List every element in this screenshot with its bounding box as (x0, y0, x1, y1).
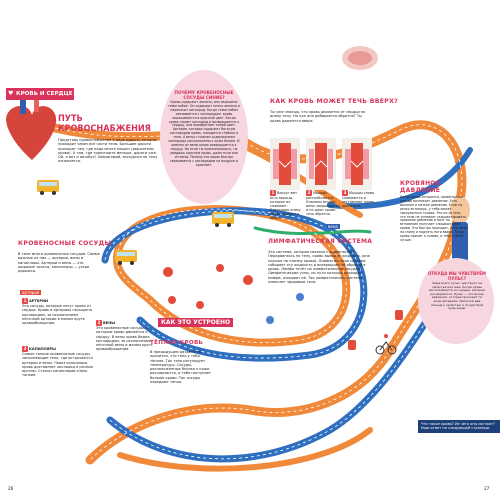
page-number-left: 26 (8, 486, 14, 491)
step-text: Вокруг вен есть мышцы, которые их сжимаю… (270, 191, 301, 220)
road-lymph (253, 226, 372, 235)
why-blue-heading: ПОЧЕМУ КРОВЕНОСНЫЕ СОСУДЫ СИНИЕ? (174, 90, 234, 100)
label-vein: вена (326, 224, 340, 229)
vein-tile-1 (270, 138, 300, 190)
item-title: АРТЕРИИ (29, 299, 48, 303)
head-illustration (342, 46, 378, 70)
heart-illustration (6, 98, 57, 160)
item-title: КАПИЛЛЯРЫ (29, 347, 56, 351)
step-number: 2 (306, 190, 312, 196)
pressure-heading: КРОВЯНОЕ ДАВЛЕНИЕ (400, 180, 441, 194)
step-number: 3 (342, 190, 348, 196)
item-title: ВЕНЫ (103, 321, 115, 325)
vessels-heading: КРОВЕНОСНЫЕ СОСУДЫ (18, 240, 112, 247)
person-illustration (450, 196, 470, 262)
why-blue-panel (160, 70, 248, 204)
cyclist-icon (375, 334, 397, 355)
lymph-heading: ЛИМФАТИЧЕСКАЯ СИСТЕМА (268, 238, 373, 245)
road-main-loop (50, 120, 467, 465)
label-artery: артерия (20, 290, 42, 295)
bus-icon-3 (212, 212, 234, 227)
pulse-panel (418, 258, 494, 344)
flow-up-heading: КАК КРОВЬ МОЖЕТ ТЕЧЬ ВВЕРХ? (270, 98, 399, 105)
road-top-right (237, 142, 363, 218)
page-number-right: 27 (484, 486, 490, 491)
vein-tile-3 (342, 138, 372, 190)
heart-icon: ♥ (8, 90, 14, 97)
step-text: Мышцы расслабляются. Клапаны внутри вены… (306, 191, 340, 216)
warm-blood-text: В предыдущем разделе ты прочитал, что те… (150, 350, 212, 385)
how-it-works-tab: КАК ЭТО УСТРОЕНО (158, 318, 234, 327)
item-text: Это сосуды, которые несут кровь от сердц… (22, 304, 92, 326)
item-text: Это кровеносные сосуды, по которым кровь… (96, 326, 153, 352)
topic-banner: КРОВЬ И СЕРДЦЕ ♥ (6, 88, 74, 100)
item-number: 2 (96, 320, 102, 326)
pressure-text: Когда кровь относится, кровеносные сосуд… (400, 195, 467, 242)
intro-text: Представь кровоснабжение в виде дороги, … (58, 138, 158, 164)
why-blue-text: Кровь содержит железо, оно окрашено гемо… (168, 100, 240, 167)
item-number: 3 (22, 346, 28, 352)
flow-up-text: Ты уже знаешь, что кровь движется от сер… (270, 110, 366, 123)
step-text: Мышцы снова сжимаются и заставляют кровь… (342, 191, 375, 208)
pulse-heading: ОТКУДА МЫ ЧУВСТВУЕМ ПУЛЬС? (428, 271, 486, 281)
road-bottom-orange (117, 427, 373, 472)
bus-icon-2 (115, 250, 137, 265)
item-text: Самые тонкие кровеносные сосуды, заполня… (22, 352, 94, 378)
lymph-text: Это система, которая связана с кровеносн… (268, 250, 370, 285)
page-title: ПУТЬ КРОВОСНАБЖЕНИЯ (58, 114, 151, 134)
pulse-text: Чаще всего пульс чувствуют на запястье и… (429, 281, 485, 311)
item-number: 1 (22, 298, 28, 304)
vein-tile-2 (306, 138, 336, 190)
step-number: 1 (270, 190, 276, 196)
warm-blood-heading: ТЁПЛАЯ КРОВЬ (150, 340, 204, 346)
vessels-intro: В теле много кровеносных сосудов. Самые … (18, 252, 100, 274)
topic-label: КРОВЬ И СЕРДЦЕ (16, 91, 73, 97)
bus-icon (37, 180, 59, 195)
next-page-hint: Что такое кровь? Из чего она состоит? Ищ… (418, 420, 500, 433)
